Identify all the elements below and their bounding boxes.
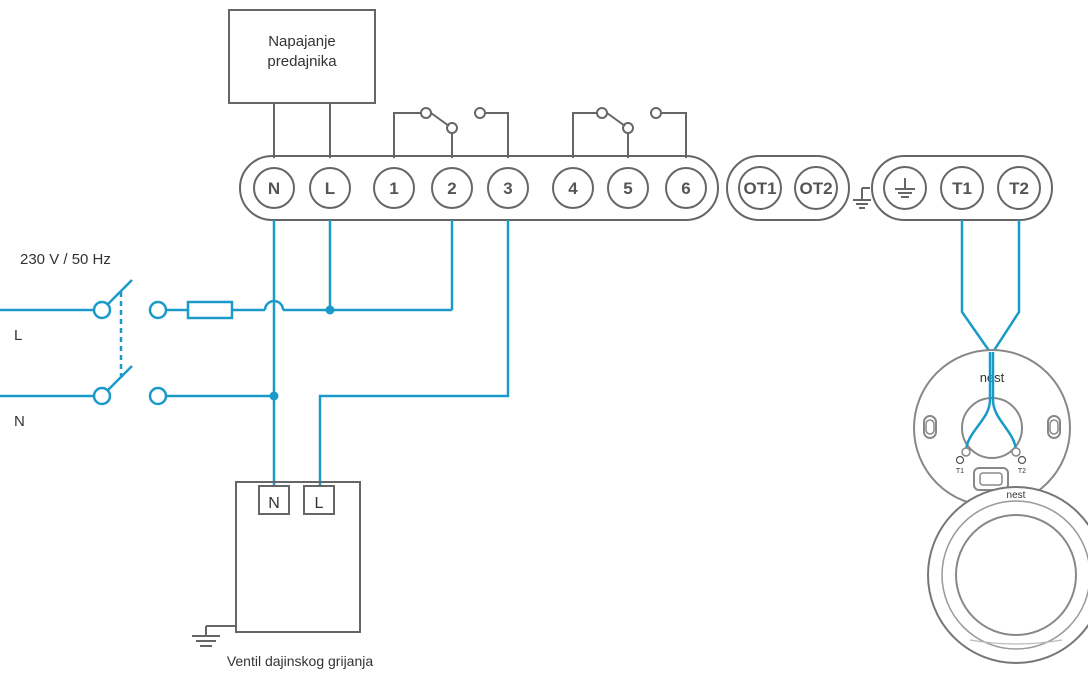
terminal-6-label: 6 (681, 179, 690, 198)
line-N-label: N (14, 413, 25, 430)
line-L-label: L (14, 327, 22, 344)
terminal-4-label: 4 (568, 179, 578, 198)
nest-display: nest (927, 486, 1088, 664)
terminal-L: L (309, 167, 351, 209)
mount-slot-left (923, 415, 937, 439)
nest-display-brand: nest (1007, 490, 1026, 501)
valve-terminal-L: L (315, 495, 324, 512)
earth-icon (895, 178, 915, 198)
nest-wires (960, 220, 1021, 353)
terminal-OT1-label: OT1 (743, 179, 776, 198)
terminal-OT2-label: OT2 (799, 179, 832, 198)
valve-label: Ventil dajinskog grijanja (227, 653, 374, 669)
nest-base-t1-label: T1 (956, 468, 964, 475)
terminal-T2: T2 (997, 166, 1041, 210)
nest-base-t1-connector (961, 447, 971, 457)
fuse-icon (186, 300, 234, 320)
relay-4-5-6 (572, 107, 687, 158)
power-box-label-line1: Napajanje (268, 33, 336, 50)
terminal-L-label: L (325, 179, 335, 198)
terminal-OT2: OT2 (794, 166, 838, 210)
terminal-N-label: N (268, 179, 280, 198)
ground-icon (853, 187, 871, 209)
terminal-1-label: 1 (389, 179, 398, 198)
mount-slot-right (1047, 415, 1061, 439)
terminal-N: N (253, 167, 295, 209)
terminal-T1-label: T1 (952, 179, 972, 198)
terminal-T2-label: T2 (1009, 179, 1029, 198)
terminal-3-label: 3 (503, 179, 512, 198)
terminal-3: 3 (487, 167, 529, 209)
valve-terminal-N: N (268, 495, 280, 512)
terminal-5: 5 (607, 167, 649, 209)
transmitter-power-box: Napajanje predajnika (228, 9, 376, 158)
junction-dot (325, 305, 335, 315)
terminal-5-label: 5 (623, 179, 632, 198)
junction-dot (269, 391, 279, 401)
terminal-T1: T1 (940, 166, 984, 210)
power-box-label-line2: predajnika (267, 53, 337, 70)
nest-base: nest T1 T2 (913, 349, 1071, 507)
terminal-2: 2 (431, 167, 473, 209)
nest-base-t2-label: T2 (1018, 468, 1026, 475)
isolating-switch (0, 279, 168, 406)
main-terminal-strip: N L 1 2 3 4 5 6 (239, 155, 719, 221)
neutral-line (166, 220, 279, 486)
terminal-1: 1 (373, 167, 415, 209)
ot-terminal-strip: OT1 OT2 (726, 155, 850, 221)
terminal-6: 6 (665, 167, 707, 209)
zone-valve: N L (192, 481, 361, 647)
terminal-earth (883, 166, 927, 210)
t-terminal-strip: T1 T2 (871, 155, 1053, 221)
terminal-4: 4 (552, 167, 594, 209)
live-line (166, 220, 454, 320)
ground-icon (192, 625, 236, 647)
terminal-2-label: 2 (447, 179, 456, 198)
terminal-OT1: OT1 (738, 166, 782, 210)
relay-1-2-3 (393, 107, 509, 158)
nest-base-t2-connector (1011, 447, 1021, 457)
valve-live-wire (318, 220, 510, 486)
voltage-label: 230 V / 50 Hz (20, 251, 111, 268)
